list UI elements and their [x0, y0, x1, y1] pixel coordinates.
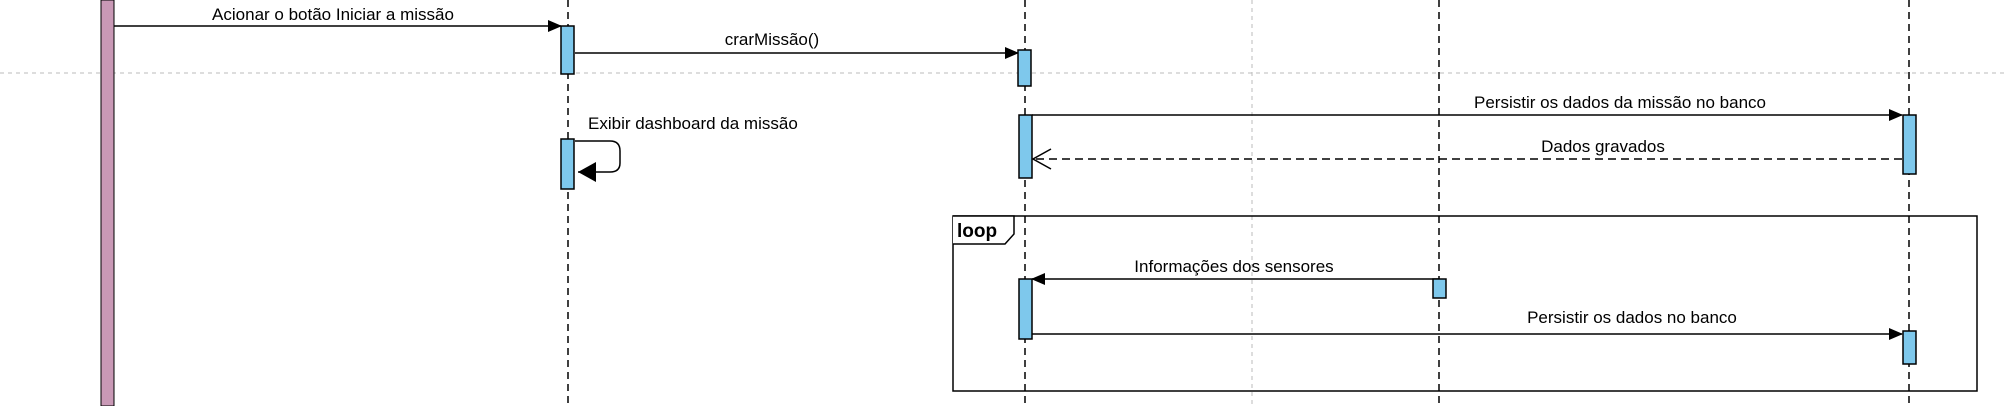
- message-2-label: crarMissão(): [725, 30, 819, 49]
- loop-frame-tag: loop: [957, 221, 997, 242]
- activation-bar-8: [1902, 330, 1917, 365]
- actor-lifeline-bar: [100, 0, 115, 407]
- message-6-label: Informações dos sensores: [1134, 257, 1333, 276]
- activation-bar-7: [1432, 278, 1447, 299]
- activation-bar-3: [1018, 114, 1033, 179]
- message-4-arrowhead: [1031, 148, 1052, 170]
- loop-frame: loop: [952, 215, 1978, 392]
- message-3-label: Persistir os dados da missão no banco: [1474, 93, 1766, 112]
- activation-bars: [560, 25, 1917, 365]
- activation-bar-1: [560, 25, 575, 75]
- activation-bar-6: [1018, 278, 1033, 340]
- activation-bar-4: [1902, 114, 1917, 175]
- activation-bar-2: [1017, 49, 1032, 87]
- message-5-arrow: [575, 140, 621, 173]
- message-4-label: Dados gravados: [1541, 137, 1665, 156]
- message-1-label: Acionar o botão Iniciar a missão: [212, 5, 454, 24]
- message-5-label: Exibir dashboard da missão: [588, 114, 798, 133]
- activation-bar-5: [560, 138, 575, 190]
- message-7-label: Persistir os dados no banco: [1527, 308, 1737, 327]
- message-5-arrowhead: [578, 162, 596, 182]
